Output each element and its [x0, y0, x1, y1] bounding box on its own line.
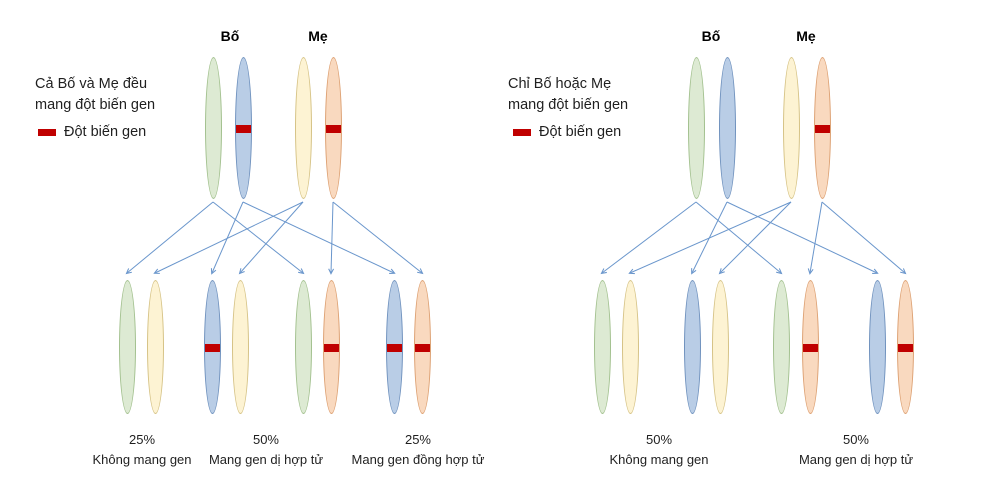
- parent-chromosome-orange: [324, 57, 342, 199]
- result-label: Mang gen dị hợp tử: [798, 451, 914, 467]
- legend-label: Đột biến gen: [64, 124, 147, 140]
- panel-right-legend: Đột biến gen: [513, 124, 621, 140]
- inheritance-arrow: [238, 201, 304, 275]
- description-line: Cả Bố và Mẹ đều: [35, 76, 148, 92]
- offspring-result: 25% Mang gen đồng hợp tử: [352, 430, 485, 469]
- legend-label: Đột biến gen: [539, 124, 622, 140]
- result-label: Không mang gen: [609, 451, 709, 467]
- parent-chromosome-orange: [813, 57, 831, 199]
- offspring-chromosome-blue: [868, 280, 886, 414]
- gene-mutation-band: [325, 125, 341, 133]
- inheritance-arrow: [807, 201, 823, 275]
- mutation-legend-swatch: [513, 128, 531, 136]
- parent-chromosome-blue: [234, 57, 252, 199]
- inheritance-arrow: [210, 201, 244, 275]
- inheritance-arrow: [695, 201, 783, 275]
- offspring-chromosome-yellow: [146, 280, 164, 414]
- offspring-chromosome-blue: [203, 280, 221, 414]
- description-line: Chỉ Bố hoặc Mẹ: [508, 76, 612, 92]
- gene-mutation-band: [235, 125, 251, 133]
- mother-label: Mẹ: [308, 28, 328, 44]
- offspring-chromosome-green: [294, 280, 312, 414]
- parent-chromosome-yellow: [782, 57, 800, 199]
- inheritance-arrow: [726, 201, 879, 274]
- gene-mutation-band: [204, 344, 220, 352]
- offspring-chromosome-orange: [801, 280, 819, 414]
- parent-chromosome-green: [204, 57, 222, 199]
- offspring-chromosome-yellow: [231, 280, 249, 414]
- inheritance-arrow: [718, 201, 792, 275]
- mother-label: Mẹ: [796, 28, 816, 44]
- inheritance-arrow: [242, 201, 396, 274]
- inheritance-arrow: [600, 201, 697, 275]
- gene-mutation-band: [897, 344, 913, 352]
- panel-right-description: Chỉ Bố hoặc Mẹ mang đột biến gen: [508, 74, 628, 116]
- result-label: Không mang gen: [92, 451, 192, 467]
- offspring-chromosome-orange: [413, 280, 431, 414]
- offspring-result: 50% Mang gen dị hợp tử: [209, 430, 323, 469]
- father-label: Bố: [701, 28, 721, 44]
- description-line: mang đột biến gen: [35, 97, 156, 114]
- father-label: Bố: [220, 28, 240, 44]
- inheritance-arrow: [821, 201, 907, 275]
- gene-mutation-band: [414, 344, 430, 352]
- offspring-chromosome-green: [118, 280, 136, 414]
- parent-chromosome-blue: [718, 57, 736, 199]
- panel-left-description: Cả Bố và Mẹ đều mang đột biến gen: [35, 74, 155, 116]
- offspring-result: 50% Mang gen dị hợp tử: [799, 430, 913, 469]
- result-percent: 50%: [252, 432, 280, 447]
- offspring-chromosome-orange: [896, 280, 914, 414]
- mutation-legend-swatch: [38, 128, 56, 136]
- inheritance-arrow: [328, 201, 335, 275]
- inheritance-arrow: [125, 201, 214, 275]
- gene-mutation-band: [386, 344, 402, 352]
- inheritance-arrow: [332, 201, 424, 275]
- gene-mutation-band: [802, 344, 818, 352]
- offspring-chromosome-blue: [385, 280, 403, 414]
- inheritance-arrow: [212, 201, 305, 275]
- inheritance-arrow: [628, 201, 792, 275]
- offspring-chromosome-green: [772, 280, 790, 414]
- result-percent: 50%: [842, 432, 870, 447]
- inheritance-arrow: [153, 201, 304, 274]
- result-percent: 25%: [128, 432, 156, 447]
- offspring-chromosome-orange: [322, 280, 340, 414]
- description-line: mang đột biến gen: [508, 97, 629, 114]
- gene-mutation-band: [814, 125, 830, 133]
- gene-mutation-band: [323, 344, 339, 352]
- result-label: Mang gen đồng hợp tử: [351, 451, 485, 467]
- panel-left-legend: Đột biến gen: [38, 124, 146, 140]
- result-percent: 50%: [645, 432, 673, 447]
- offspring-result: 25% Không mang gen: [92, 430, 191, 469]
- result-percent: 25%: [404, 432, 432, 447]
- parent-chromosome-green: [687, 57, 705, 199]
- offspring-chromosome-yellow: [621, 280, 639, 414]
- result-label: Mang gen dị hợp tử: [208, 451, 324, 467]
- parent-chromosome-yellow: [294, 57, 312, 199]
- offspring-chromosome-yellow: [711, 280, 729, 414]
- offspring-chromosome-blue: [683, 280, 701, 414]
- offspring-result: 50% Không mang gen: [609, 430, 708, 469]
- offspring-chromosome-green: [593, 280, 611, 414]
